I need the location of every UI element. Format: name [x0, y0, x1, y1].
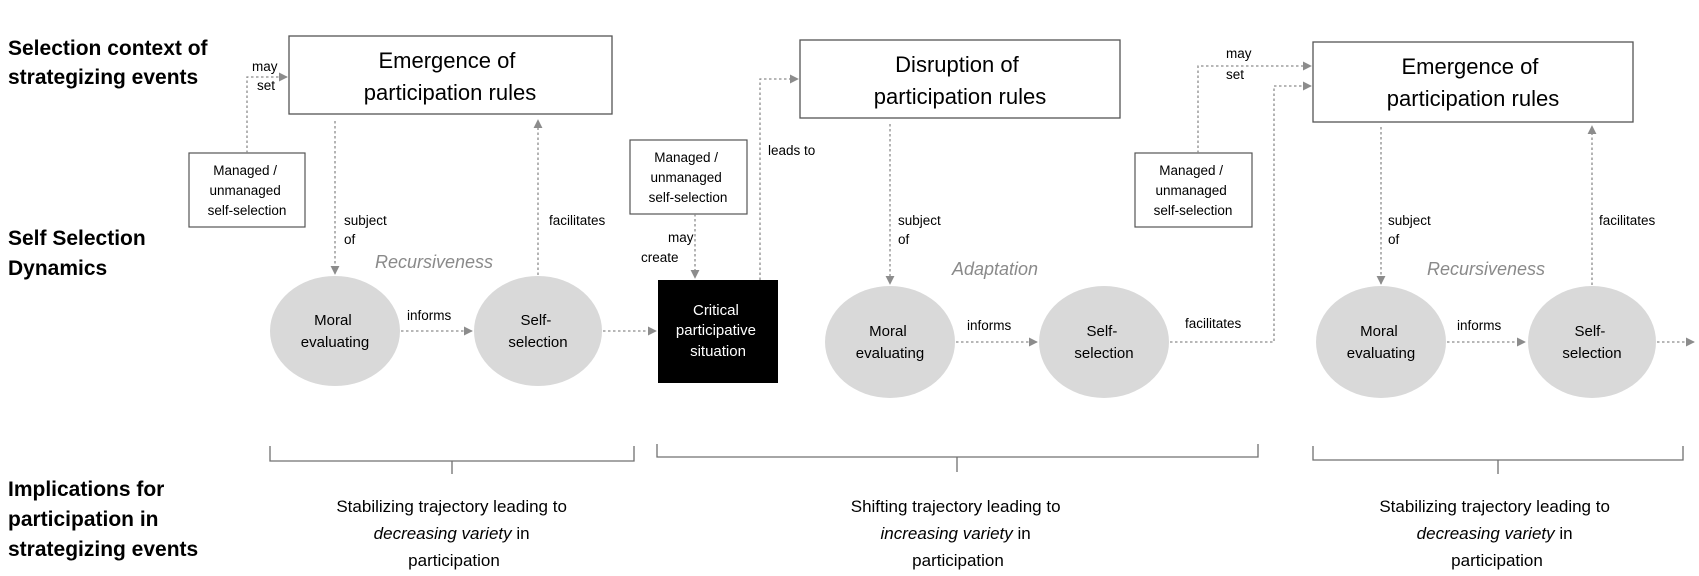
- label-leads-to: leads to: [768, 143, 815, 158]
- svg-text:Managed / unmanaged: Managed / unmanaged self-selection: [208, 163, 287, 218]
- node-moral-evaluating-2: Moral evaluating: [825, 286, 955, 398]
- node-moral-evaluating-3: Moral evaluating: [1316, 286, 1446, 398]
- label-subject-of-1: subject of: [344, 213, 391, 247]
- svg-text:Moral evaluating: Moral evaluating: [301, 312, 369, 351]
- svg-text:Emergence of participati: Emergence of participation rules: [1387, 54, 1559, 111]
- managed-box-1: Managed / unmanaged self-selection: [188, 152, 306, 228]
- label-subject-of-3: subject of: [1388, 213, 1435, 247]
- label-informs-3: informs: [1457, 318, 1502, 333]
- managed-box-2: Managed / unmanaged self-selection: [629, 139, 748, 215]
- label-may-set-2: may set: [1226, 46, 1255, 82]
- svg-text:Managed / unmanaged: Managed / unmanaged self-selection: [649, 150, 728, 205]
- svg-text:Disruption of participat: Disruption of participation rules: [874, 52, 1046, 109]
- label-subject-of-2: subject of: [898, 213, 945, 247]
- row-label-selection-context: Selection context of strategizing events: [8, 37, 213, 89]
- theme-adaptation: Adaptation: [951, 259, 1038, 279]
- row-label-self-selection: Self Selection Dynamics: [8, 227, 152, 280]
- critical-situation-box: Critical participative situation: [658, 280, 778, 383]
- label-informs-1: informs: [407, 308, 452, 323]
- connectors: [246, 61, 1695, 347]
- svg-text:Self- selection: Self- selection: [1562, 323, 1621, 362]
- brace-2: [656, 444, 1259, 472]
- managed-box-3: Managed / unmanaged self-selection: [1134, 152, 1253, 228]
- box-disruption: Disruption of participation rules: [799, 39, 1121, 119]
- row-label-implications: Implications for participation in strate…: [8, 478, 198, 561]
- label-may-create: may create: [641, 230, 697, 265]
- svg-text:Emergence of participati: Emergence of participation rules: [364, 48, 536, 105]
- label-informs-2: informs: [967, 318, 1012, 333]
- box-emergence-1: Emergence of participation rules: [288, 35, 613, 115]
- brace-1: [269, 446, 635, 474]
- brace-3: [1312, 446, 1684, 474]
- svg-text:Moral evaluating: Moral evaluating: [856, 323, 924, 362]
- svg-text:Managed / unmanaged: Managed / unmanaged self-selection: [1154, 163, 1233, 218]
- label-facilitates-2: facilitates: [1185, 316, 1242, 331]
- label-facilitates-3: facilitates: [1599, 213, 1656, 228]
- node-self-selection-2: Self- selection: [1039, 286, 1169, 398]
- label-may-set-1: may set: [252, 59, 281, 93]
- node-self-selection-3: Self- selection: [1528, 286, 1656, 398]
- label-facilitates-1: facilitates: [549, 213, 606, 228]
- svg-text:Critical participative: Critical participative situation: [676, 302, 760, 360]
- implication-stabilizing-2: Stabilizing trajectory leading to decrea…: [1379, 497, 1614, 570]
- node-self-selection-1: Self- selection: [474, 276, 602, 386]
- theme-recursiveness-1: Recursiveness: [375, 252, 493, 272]
- svg-text:Self- selection: Self- selection: [1074, 323, 1133, 362]
- theme-recursiveness-2: Recursiveness: [1427, 259, 1545, 279]
- box-emergence-2: Emergence of participation rules: [1312, 41, 1634, 123]
- implication-shifting: Shifting trajectory leading to increasin…: [851, 497, 1066, 570]
- implication-stabilizing-1: Stabilizing trajectory leading to decrea…: [336, 497, 571, 570]
- svg-text:Self- selection: Self- selection: [508, 312, 567, 351]
- svg-text:Moral evaluating: Moral evaluating: [1347, 323, 1415, 362]
- node-moral-evaluating-1: Moral evaluating: [270, 276, 400, 386]
